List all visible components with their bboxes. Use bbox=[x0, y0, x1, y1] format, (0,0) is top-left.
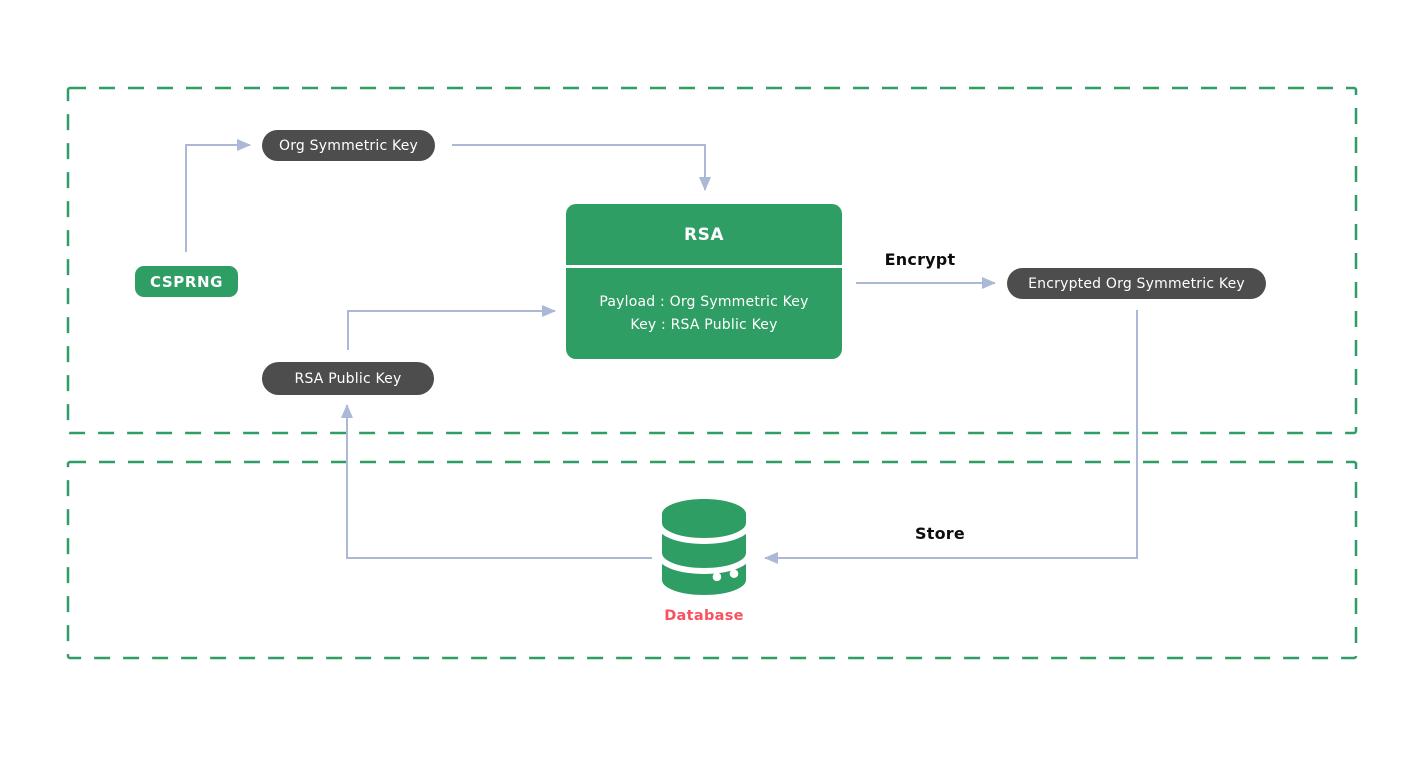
arrow-csprng-to-org-symmetric-key bbox=[185, 139, 251, 252]
csprng-node: CSPRNG bbox=[135, 266, 238, 297]
region-bottom-border bbox=[66, 460, 1358, 660]
org-symmetric-key-node: Org Symmetric Key bbox=[262, 130, 435, 161]
arrow-encrypted-key-to-database bbox=[764, 310, 1138, 564]
region-top-border bbox=[66, 86, 1358, 435]
encrypt-edge-label: Encrypt bbox=[884, 250, 956, 269]
rsa-payload-line: Payload : Org Symmetric Key bbox=[599, 294, 809, 310]
database-label: Database bbox=[664, 608, 744, 624]
arrow-database-to-rsa-public-key bbox=[341, 404, 652, 559]
store-edge-label: Store bbox=[915, 524, 965, 543]
database-icon bbox=[662, 499, 746, 595]
arrow-org-symmetric-key-to-rsa bbox=[452, 144, 711, 191]
rsa-public-key-node: RSA Public Key bbox=[262, 362, 434, 395]
encrypted-org-symmetric-key-node: Encrypted Org Symmetric Key bbox=[1007, 268, 1266, 299]
rsa-key-line: Key : RSA Public Key bbox=[630, 317, 778, 333]
arrow-rsa-public-key-to-rsa bbox=[347, 305, 556, 350]
rsa-node-title: RSA bbox=[566, 204, 842, 268]
rsa-node: RSA Payload : Org Symmetric Key Key : RS… bbox=[566, 204, 842, 359]
